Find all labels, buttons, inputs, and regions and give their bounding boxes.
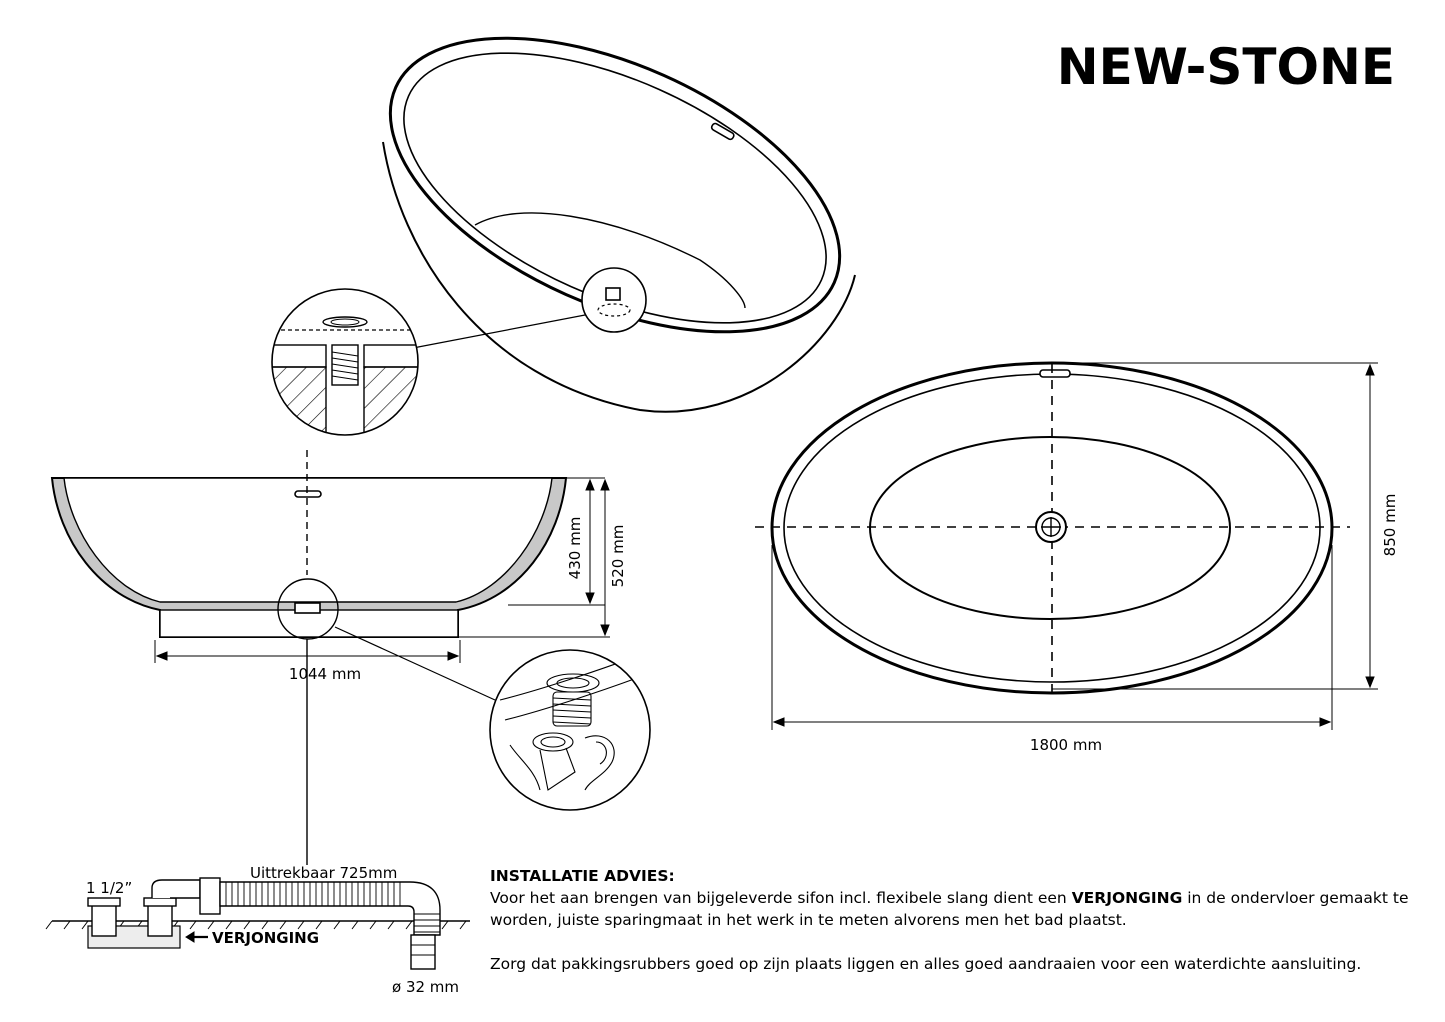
extendable-label: Uittrekbaar 725mm: [250, 864, 397, 882]
dimension-520: 520 mm: [609, 525, 627, 588]
side-view: [50, 450, 610, 865]
installation-paragraph-2: Zorg dat pakkingsrubbers goed op zijn pl…: [490, 955, 1362, 973]
perspective-view: [382, 36, 856, 413]
dimension-430: 430 mm: [566, 517, 584, 580]
brand-logo: NEW-STONE: [1056, 38, 1395, 96]
installation-advice: INSTALLATIE ADVIES: Voor het aan brengen…: [490, 865, 1410, 975]
installation-heading: INSTALLATIE ADVIES:: [490, 867, 675, 885]
siphon-size-label: 1 1/2”: [86, 879, 132, 897]
diameter-label: ø 32 mm: [392, 978, 459, 996]
top-view: [755, 361, 1378, 730]
dimension-1800: 1800 mm: [1030, 736, 1102, 754]
drain-detail-section: [271, 288, 419, 436]
drain-detail-assembly: [489, 649, 651, 811]
dimension-1044: 1044 mm: [289, 665, 361, 683]
dimension-850: 850 mm: [1381, 494, 1399, 557]
installation-paragraph-1: Voor het aan brengen van bijgeleverde si…: [490, 889, 1409, 929]
verjonging-label: VERJONGING: [212, 929, 319, 947]
siphon-diagram: [45, 877, 470, 970]
